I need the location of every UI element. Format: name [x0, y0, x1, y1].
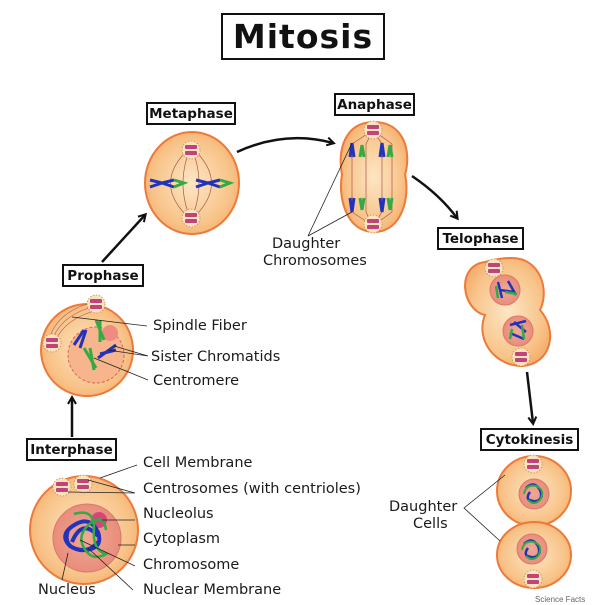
label-sister-chromatids: Sister Chromatids	[151, 349, 281, 365]
arrow-metaphase-to-anaphase	[236, 138, 333, 154]
label-nucleolus: Nucleolus	[143, 506, 214, 522]
telophase-cell	[464, 256, 552, 368]
label-chromosome: Chromosome	[143, 557, 240, 573]
metaphase-cell	[144, 131, 240, 235]
label-centrosomes: Centrosomes (with centrioles)	[143, 481, 361, 497]
anaphase-cell	[339, 120, 409, 234]
cytokinesis-cell-top	[496, 454, 572, 527]
label-spindle-fiber: Spindle Fiber	[153, 318, 247, 334]
credit-watermark: Science Facts	[535, 595, 586, 604]
phase-label-telophase: Telophase	[437, 227, 524, 250]
phase-label-anaphase: Anaphase	[334, 93, 415, 116]
label-daughter-chromosomes-1: Daughter	[272, 236, 341, 252]
label-nucleus: Nucleus	[38, 582, 96, 598]
prophase-cell	[40, 294, 134, 397]
label-daughter-chromosomes-2: Chromosomes	[263, 253, 367, 269]
arrow-prophase-to-metaphase	[101, 215, 145, 263]
label-cell-membrane: Cell Membrane	[143, 455, 253, 471]
phase-label-interphase: Interphase	[26, 438, 117, 461]
arrow-anaphase-to-telophase	[411, 174, 457, 218]
label-nuclear-membrane: Nuclear Membrane	[143, 582, 282, 598]
phase-label-metaphase: Metaphase	[146, 102, 236, 125]
label-daughter-cells-1: Daughter	[389, 499, 458, 515]
label-daughter-cells-2: Cells	[413, 516, 448, 532]
page-title: Mitosis	[221, 13, 385, 60]
phase-label-prophase: Prophase	[62, 264, 144, 287]
label-cytoplasm: Cytoplasm	[143, 531, 221, 547]
phase-label-cytokinesis: Cytokinesis	[480, 428, 579, 451]
label-centromere: Centromere	[153, 373, 240, 389]
leader-lines	[61, 142, 506, 591]
cytokinesis-cell-bottom	[496, 521, 572, 589]
interphase-cell	[29, 474, 139, 585]
arrow-telophase-to-cytokinesis	[525, 371, 533, 423]
